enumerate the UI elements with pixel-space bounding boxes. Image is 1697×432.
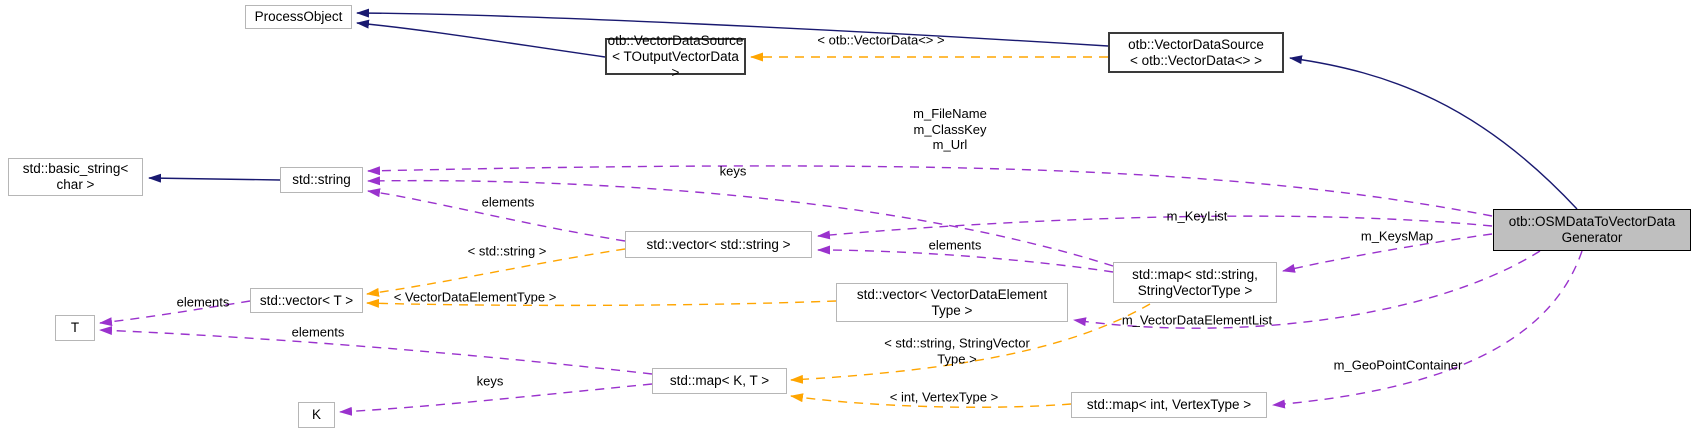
- edge-stdstring-to-basicstring: [148, 173, 281, 183]
- edge-label-template-string: < std::string >: [467, 243, 547, 259]
- edge-label-elements-string: elements: [481, 194, 535, 210]
- node-vector-t: std::vector< T >: [250, 288, 363, 313]
- node-processobject-label: ProcessObject: [254, 9, 343, 24]
- node-k-label: K: [311, 407, 321, 422]
- node-vectordatasource-instance[interactable]: otb::VectorDataSource < otb::VectorData<…: [1108, 32, 1284, 73]
- edge-generator-members-to-stdstring: [367, 165, 1493, 217]
- node-vectordatasource-template-label: otb::VectorDataSource < TOutputVectorDat…: [607, 32, 744, 80]
- edge-mapkt-elements-to-t: [99, 326, 653, 375]
- node-vector-t-label: std::vector< T >: [259, 292, 354, 308]
- edge-generator-mgeopoint-to-mapint: [1272, 250, 1583, 409]
- node-osmdatatovectordatagenerator: otb::OSMDataToVectorData Generator: [1493, 209, 1691, 251]
- node-vectordatasource-instance-label: otb::VectorDataSource < otb::VectorData<…: [1128, 36, 1264, 68]
- node-map-int-vertextype-label: std::map< int, VertexType >: [1086, 397, 1252, 412]
- edge-vdsinstance-to-processobject: [356, 8, 1109, 47]
- edge-label-template-vectordata: < otb::VectorData<> >: [817, 32, 945, 48]
- node-basicstring: std::basic_string< char >: [8, 158, 143, 196]
- edge-label-elements-mapkt: elements: [291, 324, 345, 340]
- node-vector-vectordataelement-label: std::vector< VectorDataElement Type >: [856, 286, 1048, 318]
- node-t-label: T: [70, 320, 80, 335]
- node-osmdatatovectordatagenerator-label: otb::OSMDataToVectorData Generator: [1508, 214, 1676, 245]
- node-stdstring: std::string: [280, 167, 363, 193]
- edge-mapstring-to-mapkt: [790, 303, 1151, 384]
- node-t: T: [55, 315, 95, 341]
- node-processobject: ProcessObject: [245, 5, 352, 29]
- edge-label-keys-k: keys: [476, 373, 504, 389]
- node-vector-vectordataelement: std::vector< VectorDataElement Type >: [836, 283, 1068, 322]
- edge-label-m-keysmap: m_KeysMap: [1360, 228, 1434, 244]
- edge-label-template-int-vertextype: < int, VertexType >: [889, 389, 999, 405]
- node-map-string-stringvector-label: std::map< std::string, StringVectorType …: [1132, 266, 1258, 298]
- edge-label-m-keylist: m_KeyList: [1166, 208, 1228, 224]
- edge-label-m-geopointcontainer: m_GeoPointContainer: [1333, 357, 1463, 373]
- node-map-kt: std::map< K, T >: [652, 368, 787, 394]
- node-vector-stdstring: std::vector< std::string >: [625, 231, 812, 258]
- node-vectordatasource-template[interactable]: otb::VectorDataSource < TOutputVectorDat…: [605, 33, 746, 80]
- edge-vectorvde-to-vectort: [366, 298, 837, 308]
- edge-vectort-elements-to-t: [99, 300, 251, 327]
- node-stdstring-label: std::string: [292, 172, 351, 187]
- edge-mapstring-keys-to-stdstring: [367, 176, 1114, 267]
- edge-generator-mvdelist-to-vectorvde: [1073, 250, 1541, 329]
- edge-vectorstring-to-vectort: [366, 248, 626, 297]
- edge-label-member-strings: m_FileName m_ClassKey m_Url: [913, 105, 987, 152]
- edge-mapint-to-mapkt: [790, 393, 1072, 408]
- edge-mapstring-elements-to-vectorstring: [817, 245, 1114, 273]
- edge-label-template-vde: < VectorDataElementType >: [393, 289, 557, 305]
- node-vector-stdstring-label: std::vector< std::string >: [646, 236, 791, 252]
- edge-vectorstring-elements-to-stdstring: [367, 188, 626, 242]
- node-map-int-vertextype: std::map< int, VertexType >: [1071, 392, 1267, 418]
- edge-generator-to-vdsinstance: [1289, 55, 1578, 210]
- node-map-kt-label: std::map< K, T >: [669, 373, 770, 388]
- edge-mapkt-keys-to-k: [339, 383, 653, 416]
- node-k: K: [298, 402, 335, 428]
- edge-label-keys-string: keys: [719, 163, 747, 179]
- edge-vdstemplate-to-processobject: [356, 19, 606, 58]
- edge-label-m-vectordataelementlist: m_VectorDataElementList: [1121, 312, 1273, 328]
- edge-label-template-map-string: < std::string, StringVector Type >: [884, 335, 1030, 367]
- edge-label-elements-vectorstring: elements: [928, 237, 982, 253]
- edge-label-elements-t: elements: [176, 294, 230, 310]
- node-basicstring-label: std::basic_string< char >: [22, 161, 129, 192]
- node-map-string-stringvector: std::map< std::string, StringVectorType …: [1113, 262, 1277, 303]
